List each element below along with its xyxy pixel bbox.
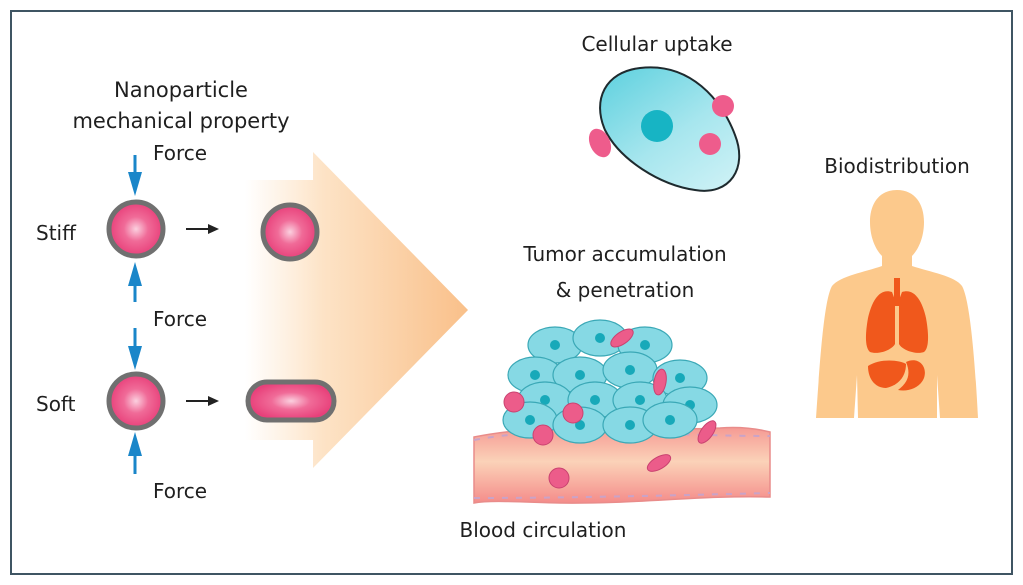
nanoparticle-uptake-1 <box>588 128 612 158</box>
force-label-middle: Force <box>153 307 207 331</box>
stiff-nanoparticle <box>106 199 166 259</box>
force-arrow-up-soft-icon <box>128 432 142 474</box>
rod-nanoparticle <box>653 368 667 396</box>
biodistribution-label: Biodistribution <box>824 154 970 178</box>
tumor-label-line1: Tumor accumulation <box>522 242 726 266</box>
tumor-cell-nucleus <box>575 370 585 380</box>
stiff-nanoparticle-after <box>260 202 320 262</box>
tumor-cell-nucleus <box>665 415 675 425</box>
cellular-uptake-label: Cellular uptake <box>581 32 732 56</box>
rod-nanoparticle <box>646 454 672 472</box>
mechanical-property-title-line1: Nanoparticle <box>114 78 248 102</box>
tumor-cell-nucleus <box>625 420 635 430</box>
tumor-label-line2: & penetration <box>556 278 695 302</box>
sphere-nanoparticle <box>548 467 570 489</box>
blood-circulation-label: Blood circulation <box>460 518 627 542</box>
tumor-cell-nucleus <box>640 340 650 350</box>
soft-nanoparticle <box>106 371 166 431</box>
trachea-icon <box>894 278 900 306</box>
sphere-nanoparticle <box>532 424 554 446</box>
force-label-bottom: Force <box>153 479 207 503</box>
force-label-top: Force <box>153 141 207 165</box>
tumor-cell-nucleus <box>625 365 635 375</box>
soft-label: Soft <box>36 392 76 416</box>
soft-transition-arrow-icon <box>186 396 219 406</box>
stiff-label: Stiff <box>36 221 77 245</box>
nanoparticle-uptake-3 <box>699 133 721 155</box>
tumor-cell-cluster <box>502 319 718 444</box>
tumor-nanoparticles <box>503 328 717 489</box>
tumor-cell-nucleus <box>590 395 600 405</box>
tumor-cell-nucleus <box>540 395 550 405</box>
tumor-cell-nucleus <box>525 415 535 425</box>
cellular-uptake-cell <box>588 66 741 192</box>
liver-icon <box>868 360 906 388</box>
right-lung-icon <box>899 291 929 353</box>
stiff-transition-arrow-icon <box>186 224 219 234</box>
cell-nucleus <box>641 110 673 142</box>
force-arrow-down-stiff-icon <box>128 155 142 196</box>
soft-nanoparticle-deformed <box>245 379 337 423</box>
left-lung-icon <box>865 291 895 353</box>
tumor-cell-nucleus <box>595 333 605 343</box>
sphere-nanoparticle <box>503 391 525 413</box>
tumor-cell-nucleus <box>575 420 585 430</box>
organs-icon <box>865 278 929 391</box>
mechanical-property-title-line2: mechanical property <box>72 109 289 133</box>
force-arrow-down-soft-icon <box>128 328 142 370</box>
nanoparticle-uptake-2 <box>712 95 734 117</box>
tumor-cell-nucleus <box>550 340 560 350</box>
tumor-cell-nucleus <box>635 395 645 405</box>
sphere-nanoparticle <box>562 402 584 424</box>
stomach-icon <box>898 360 925 391</box>
rod-nanoparticle <box>610 328 634 348</box>
tumor-cell-nucleus <box>675 373 685 383</box>
rod-nanoparticle <box>697 420 717 444</box>
force-arrow-up-stiff-icon <box>128 262 142 302</box>
tumor-cell-nucleus <box>530 370 540 380</box>
